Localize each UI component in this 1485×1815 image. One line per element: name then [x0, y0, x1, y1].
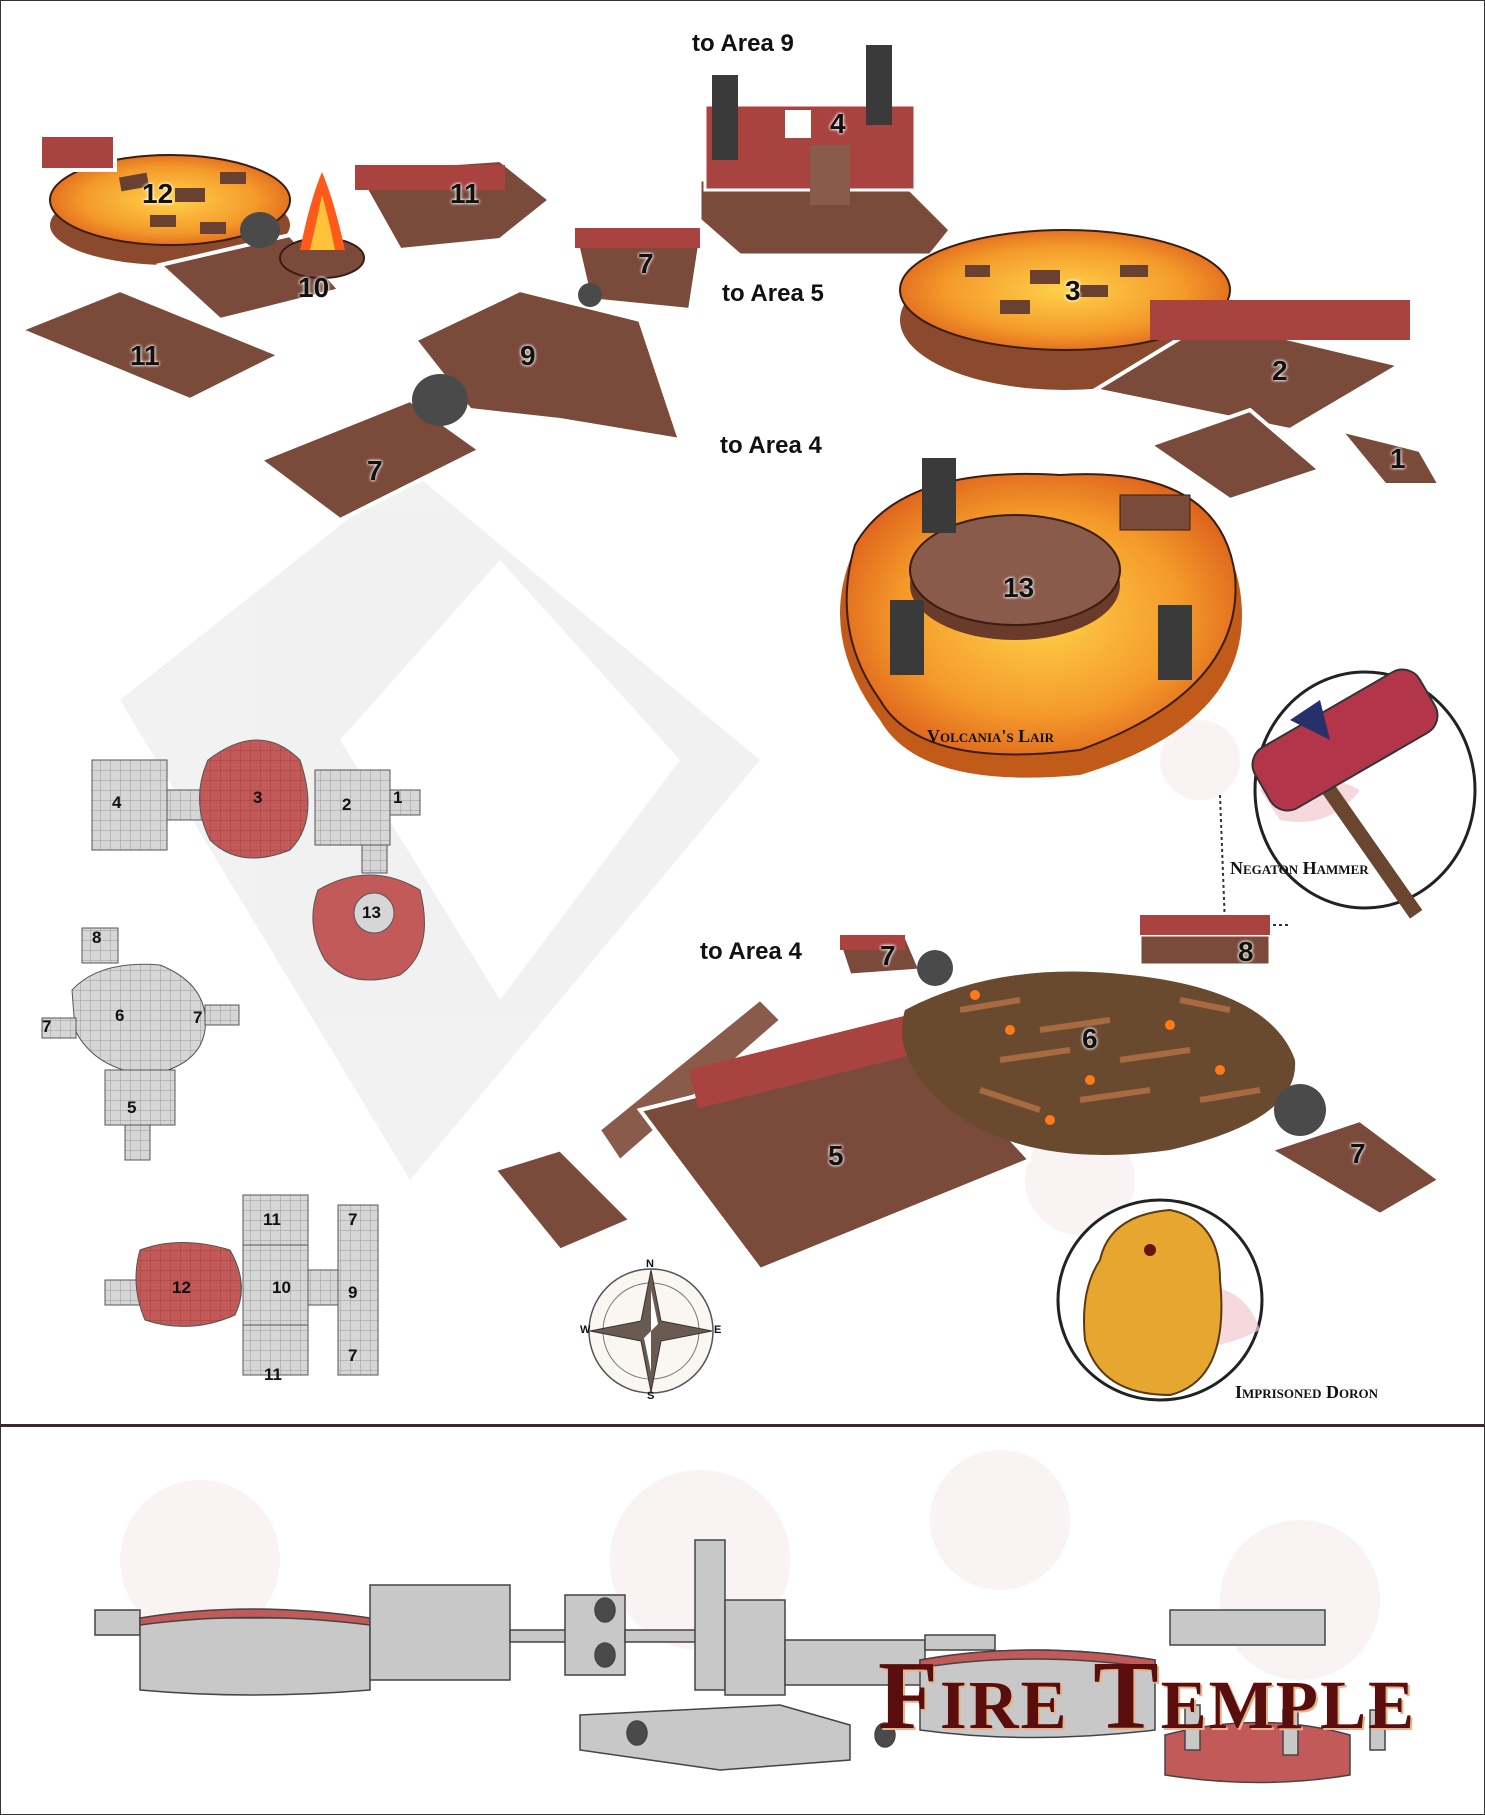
room-number-13: 13: [1003, 572, 1035, 603]
room-number-12: 12: [142, 178, 174, 209]
background-emblem: [120, 470, 760, 1180]
minimap-number-5: 5: [127, 1098, 137, 1117]
minimap-number-12: 12: [172, 1278, 191, 1297]
caption-volcanias-lair: Volcania's Lair: [927, 726, 1054, 746]
room-number-5: 5: [828, 1140, 844, 1171]
room-number-3: 3: [1065, 275, 1081, 306]
minimap-number-1: 1: [393, 788, 403, 807]
room-number-8: 8: [1238, 936, 1254, 967]
minimap-rooms-5-8: [41, 927, 240, 1161]
compass-south: S: [647, 1390, 655, 1402]
minimap-number-3: 3: [253, 788, 263, 807]
room-number-11-top: 11: [450, 178, 480, 209]
minimap-number-8: 8: [92, 928, 102, 947]
minimap-number-7-right: 7: [193, 1008, 203, 1027]
room-number-7-lower-left: 7: [880, 940, 896, 971]
minimap-rooms-7-12: [104, 1194, 379, 1376]
minimap-number-13: 13: [362, 903, 381, 922]
caption-negaton-hammer: Negaton Hammer: [1230, 858, 1369, 878]
room-number-7-lower-right: 7: [1350, 1138, 1366, 1169]
room-number-1: 1: [1390, 443, 1406, 474]
room-number-6: 6: [1082, 1023, 1098, 1054]
room-12-lava: [49, 154, 291, 265]
room-number-4: 4: [830, 108, 846, 139]
compass-north: N: [646, 1258, 654, 1270]
room-number-2: 2: [1272, 355, 1288, 386]
minimap-number-9: 9: [348, 1283, 358, 1302]
side-profile-view: [94, 1539, 1386, 1784]
compass-west: W: [580, 1324, 591, 1336]
minimap-number-2: 2: [342, 795, 352, 814]
room-number-10: 10: [298, 272, 330, 303]
room-13-lair: [840, 458, 1242, 778]
imprisoned-doron-illustration: [1056, 1198, 1264, 1402]
room-number-9: 9: [520, 340, 536, 371]
minimap-number-6: 6: [115, 1006, 125, 1025]
room-6-maze: [902, 971, 1296, 1155]
minimap-number-7-top: 7: [348, 1210, 358, 1229]
exit-label-to-area-5: to Area 5: [722, 280, 824, 307]
room-3-lava: [899, 229, 1231, 390]
compass-rose: [588, 1268, 714, 1394]
minimap-number-7-left: 7: [42, 1017, 52, 1036]
compass-east: E: [714, 1324, 722, 1336]
room-number-7-lower: 7: [367, 455, 383, 486]
minimap-number-11-top: 11: [263, 1210, 281, 1229]
exit-label-to-area-4-top: to Area 4: [720, 432, 822, 459]
exit-label-to-area-4-bottom: to Area 4: [700, 938, 802, 965]
minimap-number-11-bottom: 11: [264, 1365, 282, 1384]
bonfire: [279, 172, 365, 279]
exit-label-to-area-9: to Area 9: [692, 30, 794, 57]
room-number-7-upper: 7: [638, 248, 654, 279]
map-title: Fire Temple: [878, 1642, 1417, 1750]
minimap-rooms-1-4-13: [91, 739, 425, 981]
section-divider: [0, 1424, 1485, 1427]
caption-imprisoned-doron: Imprisoned Doron: [1235, 1382, 1378, 1402]
minimap-number-10: 10: [272, 1278, 291, 1297]
negaton-hammer-illustration: [1219, 668, 1477, 926]
room-number-11-left: 11: [130, 340, 160, 371]
room-4-temple: [698, 45, 953, 257]
minimap-number-7-bottom: 7: [348, 1346, 358, 1365]
minimap-number-4: 4: [112, 793, 122, 812]
